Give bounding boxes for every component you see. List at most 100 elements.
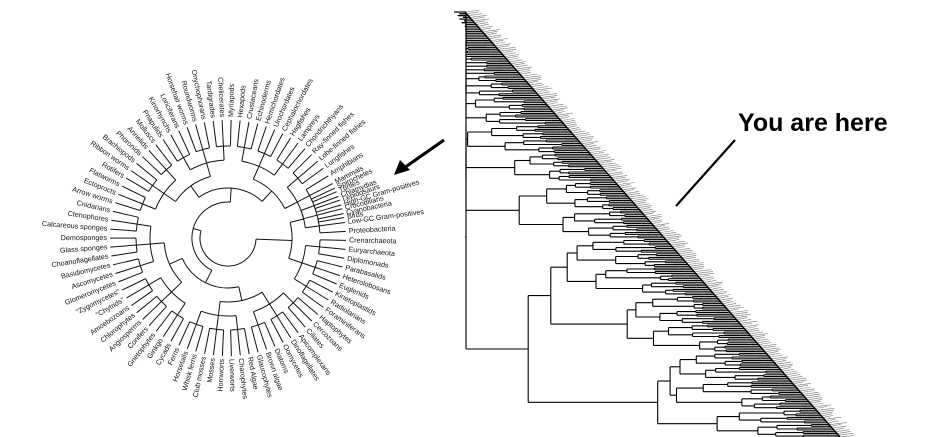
- internal-branch: [137, 209, 141, 211]
- internal-branch: [261, 291, 270, 305]
- leaf-label-mark: [826, 418, 836, 422]
- leaf-label-mark: [487, 34, 502, 38]
- branch: [295, 316, 306, 328]
- leaf-label-mark: [600, 162, 616, 166]
- leaf-label-mark: [786, 372, 798, 376]
- branch: [266, 129, 276, 149]
- branch: [126, 177, 137, 185]
- leaf-label-mark: [829, 422, 848, 425]
- internal-branch: [171, 153, 178, 162]
- leaf-label-mark: [710, 287, 722, 290]
- leaf-label-mark: [732, 312, 748, 315]
- leaf-label-mark: [669, 240, 685, 244]
- internal-branch: [152, 165, 162, 175]
- leaf-label-mark: [640, 207, 651, 210]
- branch: [331, 247, 346, 250]
- branch: [238, 338, 241, 356]
- branch: [318, 191, 337, 201]
- leaf-label-mark: [602, 164, 619, 167]
- internal-branch: [303, 214, 318, 220]
- leaf-label-mark: [731, 310, 749, 313]
- leaf-label-mark: [585, 144, 597, 148]
- branch: [261, 126, 267, 140]
- internal-branch: [288, 257, 303, 264]
- leaf-label-mark: [707, 283, 722, 287]
- leaf-label-mark: [575, 134, 591, 137]
- branch: [162, 327, 170, 337]
- leaf-label-mark: [765, 349, 781, 352]
- internal-arc: [216, 145, 231, 148]
- leaf-label-mark: [629, 194, 644, 198]
- internal-branch: [140, 290, 153, 300]
- leaf-label-mark: [779, 365, 793, 368]
- branch: [311, 289, 329, 301]
- internal-branch: [166, 310, 173, 319]
- branch: [320, 183, 333, 191]
- leaf-label-mark: [743, 324, 759, 327]
- leaf-label-mark: [558, 114, 569, 118]
- branch: [111, 219, 123, 223]
- leaf-label-mark: [671, 242, 689, 246]
- leaf-label-mark: [811, 400, 821, 404]
- leaf-label-mark: [742, 322, 753, 326]
- leaf-label-mark: [622, 187, 637, 191]
- branch: [115, 202, 138, 211]
- leaf-label-mark: [503, 52, 516, 55]
- leaf-label-mark: [663, 233, 681, 237]
- internal-arc: [137, 258, 144, 273]
- branch: [110, 244, 134, 248]
- internal-branch: [309, 189, 321, 197]
- leaf-label-mark: [800, 388, 815, 392]
- leaf-label-mark: [641, 208, 653, 212]
- taxon-label: Hexapods: [235, 84, 247, 118]
- leaf-label-mark: [549, 103, 564, 107]
- branch: [170, 134, 183, 156]
- leaf-label-mark: [480, 25, 494, 29]
- internal-branch: [294, 278, 307, 287]
- branch: [212, 120, 217, 144]
- internal-branch: [300, 205, 315, 211]
- internal-arc: [198, 187, 263, 202]
- leaf-label-mark: [478, 23, 489, 27]
- leaf-label-mark: [793, 381, 804, 384]
- you-are-here-callout: You are here: [675, 109, 888, 207]
- internal-arc: [155, 179, 177, 210]
- circular-phylogeny: BirdsCrocodiliansLepidosaursTurtlesMamma…: [42, 69, 425, 400]
- leaf-label-mark: [492, 39, 504, 43]
- leaf-label-mark: [611, 175, 628, 178]
- leaf-label-mark: [542, 96, 556, 100]
- branch: [221, 120, 224, 135]
- leaf-label-mark: [586, 146, 601, 150]
- internal-branch: [168, 314, 178, 328]
- internal-branch: [222, 329, 225, 342]
- internal-branch: [229, 188, 232, 203]
- branch: [277, 133, 284, 144]
- leaf-label-mark: [599, 160, 612, 164]
- leaf-label-mark: [522, 73, 538, 77]
- internal-branch: [150, 242, 165, 245]
- leaf-label-mark: [657, 226, 669, 230]
- internal-branch: [264, 322, 267, 326]
- branch: [155, 317, 167, 332]
- internal-branch: [261, 190, 272, 202]
- internal-branch: [190, 185, 200, 198]
- leaf-label-mark: [630, 196, 646, 199]
- internal-arc: [135, 238, 138, 253]
- internal-branch: [163, 193, 176, 202]
- leaf-label-mark: [553, 109, 564, 112]
- internal-branch: [162, 153, 173, 166]
- leaf-label-mark: [760, 344, 777, 347]
- leaf-label-mark: [687, 260, 700, 263]
- internal-branch: [305, 245, 320, 248]
- branch: [203, 122, 209, 140]
- leaf-label-mark: [644, 212, 655, 215]
- internal-branch: [161, 164, 167, 171]
- leaf-label-mark: [787, 374, 801, 377]
- branch: [212, 335, 217, 356]
- leaf-label-mark: [495, 43, 512, 47]
- leaf-label-mark: [823, 415, 833, 418]
- leaf-label-mark: [770, 354, 783, 358]
- internal-branch: [184, 321, 191, 333]
- internal-branch: [207, 138, 210, 149]
- internal-branch: [222, 134, 224, 147]
